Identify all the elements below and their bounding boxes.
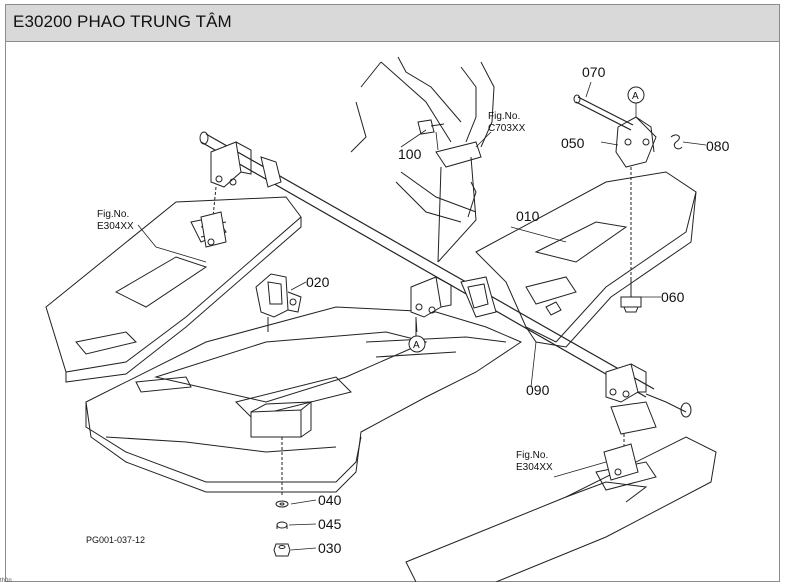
fastener-stack — [273, 437, 291, 557]
marker-a-lower-text: A — [413, 340, 420, 351]
part-label-100: 100 — [398, 146, 422, 162]
upper-frame-tubes — [350, 56, 495, 263]
marker-a-lower — [408, 335, 426, 353]
fig-ref-right-code: E304XX — [516, 462, 553, 473]
part-label-070: 070 — [582, 64, 606, 80]
fig-ref-right-label: Fig.No. — [516, 450, 548, 461]
left-shaft-bracket — [200, 141, 282, 248]
center-deck — [85, 306, 523, 493]
part-label-060: 060 — [661, 289, 685, 305]
part-label-030: 030 — [318, 540, 342, 556]
right-shaft-bracket — [603, 363, 657, 481]
part-label-010: 010 — [516, 208, 540, 224]
fig-ref-top-code: C703XX — [488, 123, 526, 134]
drawing-code: PG001-037-12 — [86, 535, 145, 545]
title-bar: E30200 PHAO TRUNG TÂM — [6, 5, 779, 42]
part-label-080: 080 — [706, 138, 730, 154]
part-label-045: 045 — [318, 516, 342, 532]
marker-a-upper-text: A — [632, 91, 639, 102]
part-label-050: 050 — [561, 135, 585, 151]
fig-ref-top-label: Fig.No. — [488, 111, 520, 122]
fig-ref-left-code: E304XX — [97, 221, 134, 232]
part-label-090: 090 — [526, 382, 550, 398]
part-label-020: 020 — [306, 274, 330, 290]
leader-lines — [137, 81, 707, 551]
diagram-frame: E30200 PHAO TRUNG TÂM — [5, 4, 780, 582]
bracket-020-shape — [255, 273, 302, 332]
right-float-plate — [475, 171, 697, 348]
bolt-100-shape — [417, 119, 445, 135]
page-title: E30200 PHAO TRUNG TÂM — [13, 12, 232, 31]
lower-right-float-plate — [405, 436, 717, 582]
bolt-060-shape — [620, 277, 642, 313]
footer-text: thôn — [0, 578, 12, 584]
parts-diagram: Fig.No. E304XX Fig.No. C703XX Fig.No. E3… — [45, 56, 730, 582]
fig-ref-left-label: Fig.No. — [97, 209, 129, 220]
center-shaft-bracket — [410, 276, 497, 337]
part-label-040: 040 — [318, 492, 342, 508]
